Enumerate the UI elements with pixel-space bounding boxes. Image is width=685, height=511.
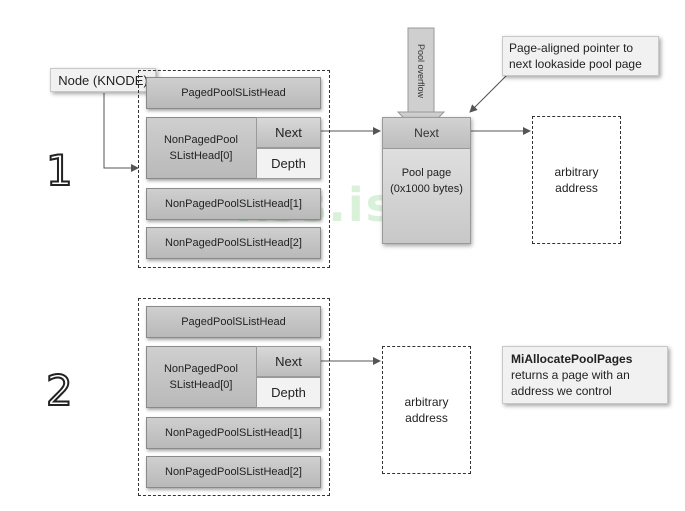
arbitrary-address-1: arbitrary address (532, 116, 621, 244)
nonpaged-slisthead2-1: NonPagedPoolSListHead[2] (146, 227, 321, 259)
nonpaged-slisthead1-2: NonPagedPoolSListHead[1] (146, 417, 321, 449)
allocate-note-title: MiAllocatePoolPages (511, 352, 633, 366)
next-field-2: Next (256, 346, 321, 377)
lookaside-list-2 (138, 298, 330, 496)
nonpaged-slisthead1-1: NonPagedPoolSListHead[1] (146, 188, 321, 220)
pool-page: Next Pool page (0x1000 bytes) (382, 117, 471, 244)
arbitrary-address-2: arbitrary address (382, 346, 471, 474)
step-number-2: 2 (45, 365, 74, 416)
callout-arrow (469, 71, 511, 113)
nonpaged-slisthead0-label: NonPagedPool SListHead[0] (163, 134, 238, 162)
paged-pool-slisthead-1: PagedPoolSListHead (146, 77, 321, 109)
paged-pool-slisthead-2: PagedPoolSListHead (146, 306, 321, 338)
next-field-1: Next (256, 117, 321, 148)
allocate-note: MiAllocatePoolPages returns a page with … (502, 346, 668, 404)
step-number-1: 1 (45, 145, 74, 196)
allocate-note-body: returns a page with an address we contro… (511, 368, 630, 398)
pool-page-next: Next (383, 118, 470, 149)
depth-field-2: Depth (256, 377, 321, 408)
lookaside-list-1 (138, 70, 330, 268)
nonpaged-slisthead0-label-2: NonPagedPool SListHead[0] (163, 363, 238, 391)
pool-page-text: Pool page (0x1000 bytes) (390, 167, 463, 195)
callout-page-aligned: Page-aligned pointer to next lookaside p… (502, 36, 659, 76)
pool-overflow-label: Pool overflow (416, 43, 426, 99)
nonpaged-slisthead2-2: NonPagedPoolSListHead[2] (146, 456, 321, 488)
depth-field-1: Depth (256, 148, 321, 179)
node-connector (103, 93, 139, 172)
